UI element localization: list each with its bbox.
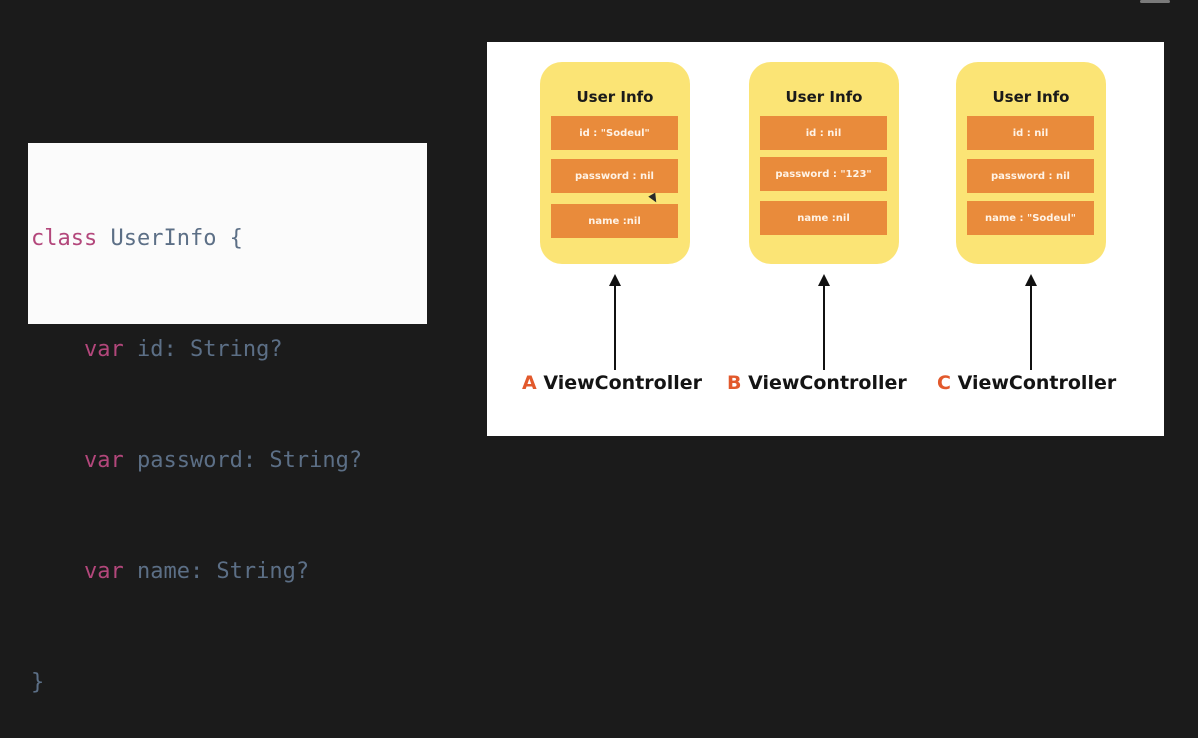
code-keyword: var xyxy=(31,448,124,473)
code-keyword: var xyxy=(31,337,124,362)
view-controller-label-c: C ViewController xyxy=(937,372,1116,394)
arrow-line xyxy=(1030,284,1032,370)
field-password: password : nil xyxy=(551,159,678,193)
card-title: User Info xyxy=(785,88,863,106)
user-info-card-a: User Info id : "Sodeul" password : nil n… xyxy=(540,62,690,264)
user-info-card-b: User Info id : nil password : "123" name… xyxy=(749,62,899,264)
code-text: UserInfo { xyxy=(97,226,243,251)
controller-name: ViewController xyxy=(543,372,702,394)
arrow-up-icon xyxy=(1025,274,1037,286)
code-keyword: var xyxy=(31,559,124,584)
user-info-card-c: User Info id : nil password : nil name :… xyxy=(956,62,1106,264)
controller-letter: A xyxy=(522,372,537,394)
card-title: User Info xyxy=(992,88,1070,106)
arrow-line xyxy=(823,284,825,370)
field-password: password : "123" xyxy=(760,157,887,191)
code-text: name: String? xyxy=(123,559,310,584)
code-line-5: } xyxy=(31,664,427,701)
field-name: name :nil xyxy=(760,201,887,235)
code-line-4: var name: String? xyxy=(31,553,427,590)
arrow-up-icon xyxy=(818,274,830,286)
field-id: id : "Sodeul" xyxy=(551,116,678,150)
arrow-line xyxy=(614,284,616,370)
card-title: User Info xyxy=(576,88,654,106)
window-edge-marker xyxy=(1140,0,1170,3)
field-id: id : nil xyxy=(760,116,887,150)
code-text: } xyxy=(31,670,45,695)
reference-diagram: User Info id : "Sodeul" password : nil n… xyxy=(487,42,1164,436)
controller-letter: C xyxy=(937,372,951,394)
field-name: name :nil xyxy=(551,204,678,238)
arrow-up-icon xyxy=(609,274,621,286)
view-controller-label-b: B ViewController xyxy=(727,372,907,394)
code-line-1: class UserInfo { xyxy=(31,220,427,257)
field-name: name : "Sodeul" xyxy=(967,201,1094,235)
code-line-3: var password: String? xyxy=(31,442,427,479)
view-controller-label-a: A ViewController xyxy=(522,372,702,394)
code-snippet: class UserInfo { var id: String? var pas… xyxy=(28,143,427,695)
controller-name: ViewController xyxy=(957,372,1117,394)
field-id: id : nil xyxy=(967,116,1094,150)
controller-name: ViewController xyxy=(748,372,907,394)
code-text: password: String? xyxy=(123,448,363,473)
code-line-2: var id: String? xyxy=(31,331,427,368)
field-password: password : nil xyxy=(967,159,1094,193)
controller-letter: B xyxy=(727,372,742,394)
code-text: id: String? xyxy=(123,337,283,362)
code-keyword: class xyxy=(31,226,98,251)
